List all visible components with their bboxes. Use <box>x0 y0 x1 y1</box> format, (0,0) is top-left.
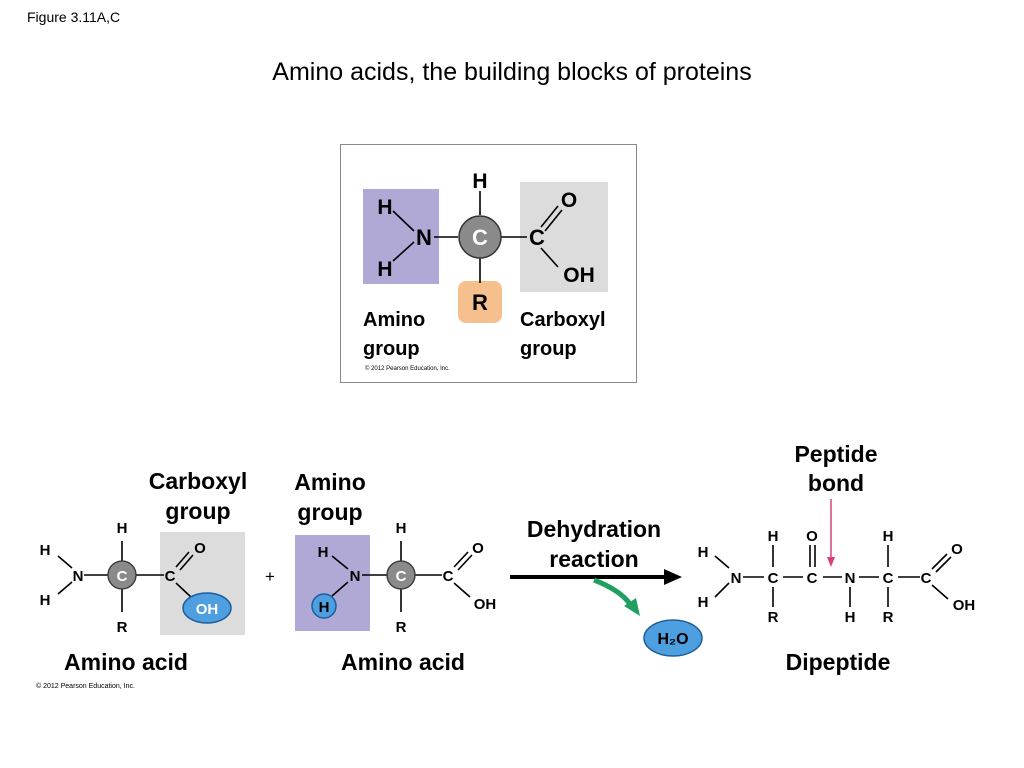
d-n1: N <box>731 570 742 587</box>
d-h-n2: H <box>845 609 856 626</box>
r-c-carboxyl: C <box>443 568 454 585</box>
figure-label: Figure 3.11A,C <box>27 9 121 25</box>
d-r1: R <box>768 609 779 626</box>
atom-n: N <box>416 225 432 250</box>
atom-c-center: C <box>472 225 488 250</box>
d-h-left-top: H <box>698 544 709 561</box>
amino-group-box <box>363 189 439 284</box>
l-c-center: C <box>117 568 128 585</box>
left-carboxyl-label-line1: Carboxyl <box>149 468 247 494</box>
carboxyl-group-label-line2: group <box>520 338 577 360</box>
copyright-top: © 2012 Pearson Education, Inc. <box>365 365 450 372</box>
d-c1: C <box>768 570 779 587</box>
water-label: H₂O <box>657 631 688 648</box>
d-oh4: OH <box>953 597 976 614</box>
amino-group-label-line2: group <box>363 338 420 360</box>
peptide-bond-arrow <box>827 499 835 567</box>
l-c-carboxyl: C <box>165 568 176 585</box>
d-r3: R <box>883 609 894 626</box>
r-oh: OH <box>474 596 497 613</box>
l-o: O <box>194 540 206 557</box>
dipeptide-atoms: H H N H C R O C N H H C R C O OH <box>698 528 976 626</box>
left-amino-acid-label: Amino acid <box>64 649 188 675</box>
bonds <box>392 191 563 283</box>
r-h-top: H <box>396 520 407 537</box>
atom-oh: OH <box>563 264 595 287</box>
r-group-box <box>458 281 502 323</box>
right-amino-acid-bonds <box>331 541 473 612</box>
left-amino-acid-atoms: H H H N C C O OH R <box>40 520 219 636</box>
right-amino-label-line1: Amino <box>294 469 366 495</box>
d-h-top1: H <box>768 528 779 545</box>
r-h-amino-bottom: H <box>319 599 330 616</box>
amino-acid-structure-diagram: H H H N C C O OH R Amino group Carboxyl … <box>363 170 608 372</box>
water-release-arrow <box>593 577 640 616</box>
d-h-left-bottom: H <box>698 594 709 611</box>
right-amino-label-line2: group <box>297 499 362 525</box>
atom-h-left-top: H <box>377 196 392 219</box>
r-c-center: C <box>396 568 407 585</box>
plus-sign: + <box>265 567 275 586</box>
d-n2: N <box>845 570 856 587</box>
slide-title: Amino acids, the building blocks of prot… <box>272 58 752 86</box>
dipeptide-label: Dipeptide <box>786 649 891 675</box>
left-alpha-carbon <box>107 560 137 590</box>
left-carboxyl-label-line2: group <box>165 498 230 524</box>
reaction-arrow <box>510 569 682 585</box>
atom-r: R <box>472 290 488 315</box>
r-n: N <box>350 568 361 585</box>
right-alpha-carbon <box>386 560 416 590</box>
peptide-label-line1: Peptide <box>794 441 877 467</box>
l-oh: OH <box>196 601 219 618</box>
l-n: N <box>73 568 84 585</box>
l-r: R <box>117 619 128 636</box>
atom-h-top: H <box>472 170 487 193</box>
peptide-label-line2: bond <box>808 470 864 496</box>
d-c2: C <box>807 570 818 587</box>
amino-acid-structure-panel: H H H N C C O OH R Amino group Carboxyl … <box>340 144 637 383</box>
atom-h-left-bottom: H <box>377 258 392 281</box>
atom-c-carboxyl: C <box>529 225 545 250</box>
r-h-amino-top: H <box>318 544 329 561</box>
molecule-labels: Amino acid Amino acid Dipeptide <box>64 649 890 675</box>
left-amino-acid-bonds <box>57 541 194 612</box>
carboxyl-group-box <box>520 182 608 292</box>
dipeptide-bonds <box>714 545 952 607</box>
amino-group-label-line1: Amino <box>363 309 425 331</box>
carboxyl-group-label-line1: Carboxyl <box>520 309 606 331</box>
right-h-circle <box>311 593 337 619</box>
r-r: R <box>396 619 407 636</box>
right-amino-acid-atoms: H H H N C C O OH R <box>318 520 497 636</box>
left-oh-oval <box>182 592 232 624</box>
right-amino-acid-label: Amino acid <box>341 649 465 675</box>
water-oval <box>643 619 703 657</box>
copyright-bottom: © 2012 Pearson Education, Inc. <box>36 682 135 690</box>
l-h-left-bottom: H <box>40 592 51 609</box>
reaction-group-labels: Carboxyl group Amino group Dehydration r… <box>149 441 878 572</box>
alpha-carbon <box>458 215 502 259</box>
r-o: O <box>472 540 484 557</box>
d-c3: C <box>883 570 894 587</box>
d-c4: C <box>921 570 932 587</box>
l-h-top: H <box>117 520 128 537</box>
atom-o: O <box>561 189 577 212</box>
arrow-label-line1: Dehydration <box>527 516 661 542</box>
d-o1: O <box>806 528 818 545</box>
arrow-label-line2: reaction <box>549 546 638 572</box>
d-h-top3: H <box>883 528 894 545</box>
l-h-left-top: H <box>40 542 51 559</box>
d-o4: O <box>951 541 963 558</box>
